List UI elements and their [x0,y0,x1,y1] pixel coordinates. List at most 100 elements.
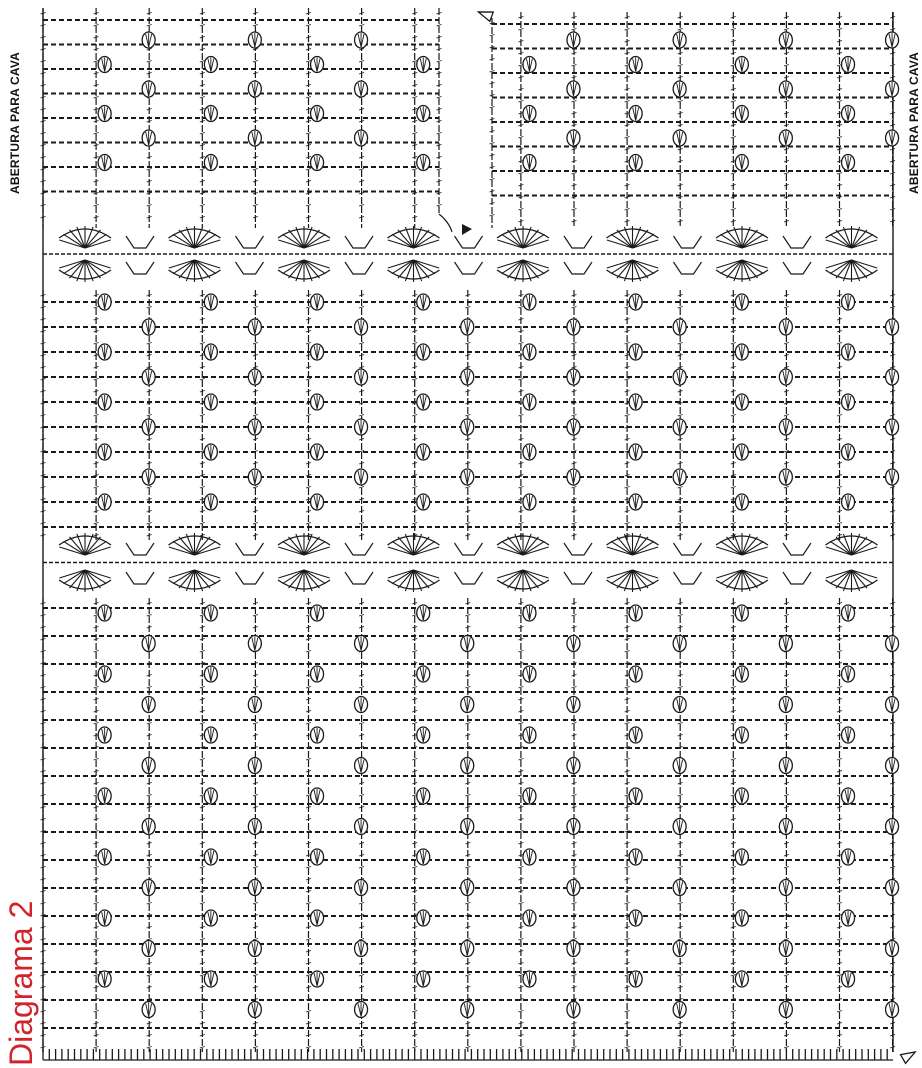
bobble-stitch-icon [779,1002,792,1018]
bobble-stitch-icon [673,697,686,713]
bobble-stitch-icon [311,155,324,171]
bobble-stitch-icon [311,494,324,510]
bobble-stitch-icon [842,155,855,171]
bobble-stitch-icon [735,849,748,865]
diagram-title: Diagrama 2 [3,901,40,1066]
bobble-stitch-icon [567,819,580,835]
bobble-stitch-icon [523,294,536,310]
shell-fan-icon [59,226,111,248]
bobble-stitch-icon [98,788,111,804]
bobble-stitch-icon [355,369,368,385]
bobble-stitch-icon [248,81,261,97]
bobble-stitch-icon [355,819,368,835]
bobble-stitch-icon [673,1002,686,1018]
bobble-stitch-icon [311,727,324,743]
bobble-stitch-icon [779,130,792,146]
bobble-stitch-icon [523,344,536,360]
direction-arrow-icon [462,224,472,235]
bobble-stitch-icon [204,444,217,460]
bobble-stitch-icon [248,697,261,713]
bobble-stitch-icon [523,444,536,460]
bobble-stitch-icon [355,419,368,435]
bobble-stitch-icon [629,344,642,360]
bobble-stitch-icon [842,444,855,460]
bobble-stitch-icon [842,57,855,73]
bobble-stitch-icon [142,941,155,957]
bobble-stitch-icon [142,880,155,896]
chain-loop-icon [674,543,702,555]
chain-loop-icon [455,572,483,584]
bobble-stitch-icon [355,880,368,896]
bobble-stitch-icon [842,106,855,122]
bobble-stitch-icon [417,910,430,926]
bobble-stitch-icon [142,130,155,146]
chain-loop-icon [126,236,154,248]
shell-fan-icon [716,533,768,555]
chain-loop-icon [236,236,264,248]
bobble-stitch-icon [842,849,855,865]
bobble-stitch-icon [98,394,111,410]
chain-loop-icon [126,572,154,584]
chain-loop-icon [783,543,811,555]
bobble-stitch-icon [735,294,748,310]
bobble-stitch-icon [673,941,686,957]
bobble-stitch-icon [461,469,474,485]
bobble-stitch-icon [842,727,855,743]
chain-loop-icon [345,572,373,584]
bobble-stitch-icon [204,106,217,122]
bobble-stitch-icon [842,788,855,804]
bobble-stitch-icon [886,697,899,713]
bobble-stitch-icon [204,155,217,171]
bobble-stitch-icon [629,444,642,460]
bobble-stitch-icon [98,849,111,865]
bobble-stitch-icon [567,130,580,146]
chain-loop-icon [783,572,811,584]
shell-fan-icon [607,533,659,555]
bobble-stitch-icon [142,81,155,97]
bobble-stitch-icon [98,155,111,171]
bobble-stitch-icon [204,605,217,621]
bobble-stitch-icon [673,469,686,485]
shell-fan-icon [59,260,111,282]
bobble-stitch-icon [629,849,642,865]
bobble-stitch-icon [886,81,899,97]
bobble-stitch-icon [779,819,792,835]
chain-loop-icon [345,236,373,248]
bobble-stitch-icon [98,294,111,310]
bobble-stitch-icon [523,394,536,410]
bobble-stitch-icon [842,394,855,410]
bobble-stitch-icon [98,344,111,360]
bobble-stitch-icon [204,788,217,804]
shell-fan-icon [607,570,659,592]
bobble-stitch-icon [248,880,261,896]
bobble-stitch-icon [417,394,430,410]
armhole-label-left: ABERTURA PARA CAVA [8,52,22,194]
bobble-stitch-icon [779,941,792,957]
bobble-stitch-icon [886,880,899,896]
bobble-stitch-icon [886,419,899,435]
bobble-stitch-icon [311,666,324,682]
bobble-stitch-icon [886,819,899,835]
bobble-stitch-icon [735,605,748,621]
bobble-stitch-icon [98,971,111,987]
bobble-stitch-icon [673,636,686,652]
shell-fan-icon [826,570,878,592]
chain-loop-icon [236,572,264,584]
bobble-stitch-icon [779,32,792,48]
bobble-stitch-icon [779,697,792,713]
shell-fan-icon [278,570,330,592]
bobble-stitch-icon [886,130,899,146]
bobble-stitch-icon [523,605,536,621]
bobble-stitch-icon [355,636,368,652]
chain-loop-icon [674,262,702,274]
bobble-stitch-icon [248,419,261,435]
chain-loop-icon [126,543,154,555]
bobble-stitch-icon [673,369,686,385]
bobble-stitch-icon [417,106,430,122]
bobble-stitch-icon [673,32,686,48]
bobble-stitch-icon [673,319,686,335]
bobble-stitch-icon [311,788,324,804]
bobble-stitch-icon [735,971,748,987]
bobble-stitch-icon [735,727,748,743]
bobble-stitch-icon [248,758,261,774]
